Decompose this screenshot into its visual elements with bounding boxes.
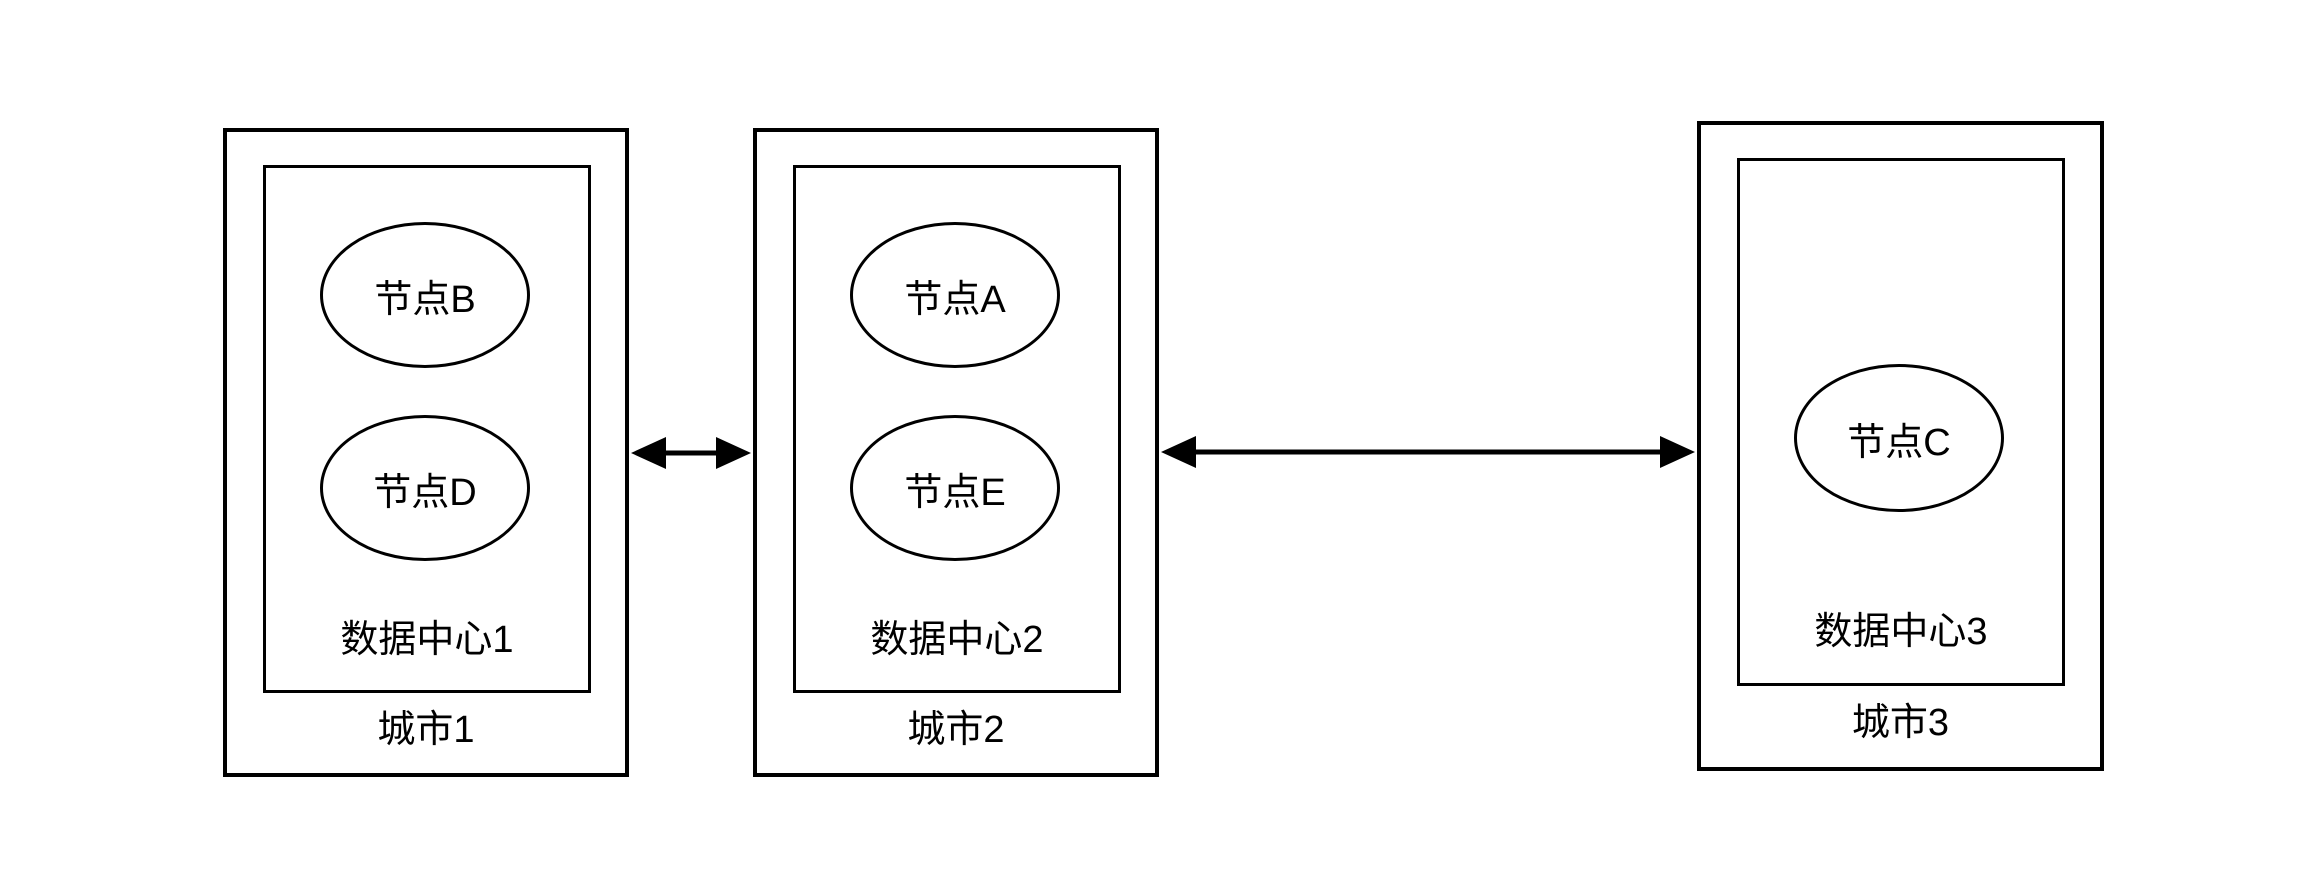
- city3-label: 城市3: [1851, 702, 1950, 744]
- node-d-ellipse: 节点D: [320, 415, 530, 561]
- node-d-label: 节点D: [373, 471, 477, 514]
- node-c-ellipse: 节点C: [1794, 364, 2004, 512]
- datacenter2-label: 数据中心2: [870, 619, 1044, 661]
- node-b-ellipse: 节点B: [320, 222, 530, 368]
- city1-label: 城市1: [377, 709, 475, 751]
- node-b-label: 节点B: [374, 278, 476, 321]
- node-a-ellipse: 节点A: [850, 222, 1060, 368]
- datacenter3-label: 数据中心3: [1814, 611, 1988, 653]
- arrow-city1-city2: [631, 437, 751, 469]
- node-e-label: 节点E: [904, 471, 1006, 514]
- city2-label: 城市2: [907, 709, 1005, 751]
- node-e-ellipse: 节点E: [850, 415, 1060, 561]
- node-c-label: 节点C: [1847, 421, 1951, 464]
- node-a-label: 节点A: [904, 278, 1006, 321]
- datacenter1-label: 数据中心1: [340, 619, 514, 661]
- arrow-city2-city3: [1161, 436, 1695, 468]
